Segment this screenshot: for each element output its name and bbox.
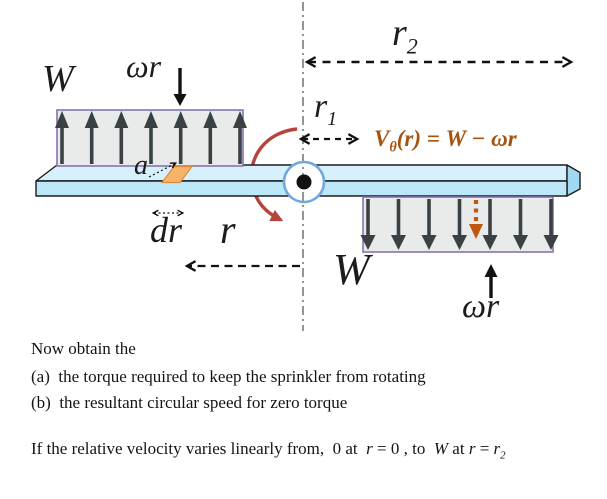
label-omega-r-bottom: ωr [462, 288, 500, 325]
text-item-b: (b) the resultant circular speed for zer… [31, 393, 348, 412]
label-r1: r1 [314, 88, 338, 130]
label-w-top: W [42, 58, 74, 100]
text-item-a: (a) the torque required to keep the spri… [31, 367, 426, 386]
label-r2: r2 [392, 12, 418, 59]
velocity-profile-bottom [360, 196, 559, 253]
a-pointer-arrow [148, 162, 178, 178]
text-intro: Now obtain the [31, 339, 136, 358]
label-dr: dr [150, 210, 183, 250]
sprinkler-diagram [35, 2, 581, 331]
label-omega-r-top: ωr [126, 48, 162, 84]
text-linear-condition: If the relative velocity varies linearly… [31, 439, 506, 462]
velocity-profile-top [55, 109, 247, 167]
velocity-arrows-down [360, 199, 559, 250]
area-element-strip [160, 165, 194, 184]
label-w-bottom: W [333, 245, 370, 294]
pivot-circle-ring [282, 160, 326, 204]
omega-r-up-arrow [484, 264, 498, 298]
velocity-arrows-up [55, 111, 247, 164]
omega-r-dotted-arrow [469, 200, 483, 239]
arm-end-cap [566, 164, 581, 197]
pivot-dot [296, 174, 312, 190]
omega-r-down-arrow [173, 68, 187, 106]
velocity-equation: Vθ(r) = W − ωr [374, 126, 517, 156]
label-a: a [134, 150, 148, 181]
label-r: r [220, 207, 236, 252]
